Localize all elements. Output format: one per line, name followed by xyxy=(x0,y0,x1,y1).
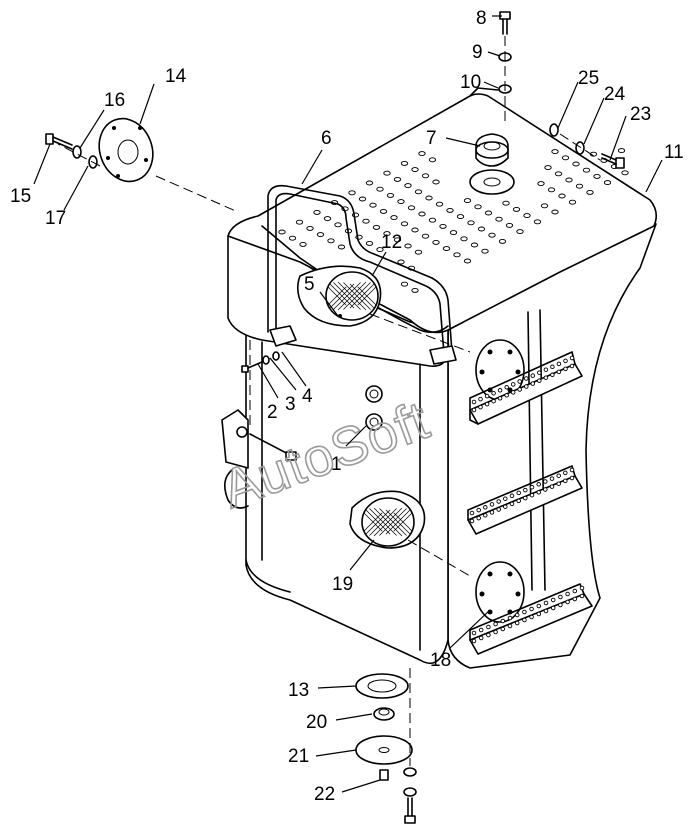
callout-1: 1 xyxy=(331,454,342,475)
callout-10: 10 xyxy=(460,72,481,93)
handle-fasteners xyxy=(241,351,280,373)
callout-labels: 1 2 3 4 5 6 7 8 9 10 11 12 13 14 15 16 1… xyxy=(10,8,684,805)
callout-20: 20 xyxy=(306,712,327,733)
callout-11: 11 xyxy=(664,142,684,163)
callout-9: 9 xyxy=(472,42,483,63)
callout-12: 12 xyxy=(381,232,402,253)
callout-22: 22 xyxy=(314,784,335,805)
step-treads xyxy=(469,355,585,644)
cover-plate-left xyxy=(98,117,154,183)
callout-7: 7 xyxy=(426,128,437,149)
mounting-bracket-left xyxy=(221,409,297,509)
callout-2: 2 xyxy=(267,402,278,423)
fuel-tank-body xyxy=(227,87,658,669)
assembly-center-lines xyxy=(57,133,601,577)
callout-23: 23 xyxy=(630,104,651,125)
callout-24: 24 xyxy=(604,84,626,105)
callout-13: 13 xyxy=(288,680,309,701)
tank-top-perforation xyxy=(278,148,629,293)
grab-handle xyxy=(267,184,457,365)
breather-cover xyxy=(296,265,382,327)
callout-16: 16 xyxy=(104,90,125,111)
breather-mesh xyxy=(327,281,377,311)
callout-6: 6 xyxy=(321,128,332,149)
filler-cap-assembly xyxy=(469,133,515,195)
callout-8: 8 xyxy=(476,8,487,29)
hose-fittings xyxy=(365,385,383,431)
callout-19: 19 xyxy=(332,574,353,595)
callout-leaders xyxy=(33,15,663,793)
callout-17: 17 xyxy=(45,208,66,229)
callout-3: 3 xyxy=(285,394,296,415)
bottom-assembly xyxy=(355,668,417,824)
strainer-mesh xyxy=(363,507,413,537)
right-bolt-stack xyxy=(549,123,625,169)
callout-5: 5 xyxy=(304,274,315,295)
callout-25: 25 xyxy=(578,68,599,89)
side-strainer xyxy=(349,490,426,549)
callout-15: 15 xyxy=(10,186,31,207)
callout-18: 18 xyxy=(430,650,451,671)
callout-4: 4 xyxy=(302,386,313,407)
callout-21: 21 xyxy=(288,746,309,767)
top-bolt-stack xyxy=(498,11,512,124)
callout-14: 14 xyxy=(165,66,187,87)
